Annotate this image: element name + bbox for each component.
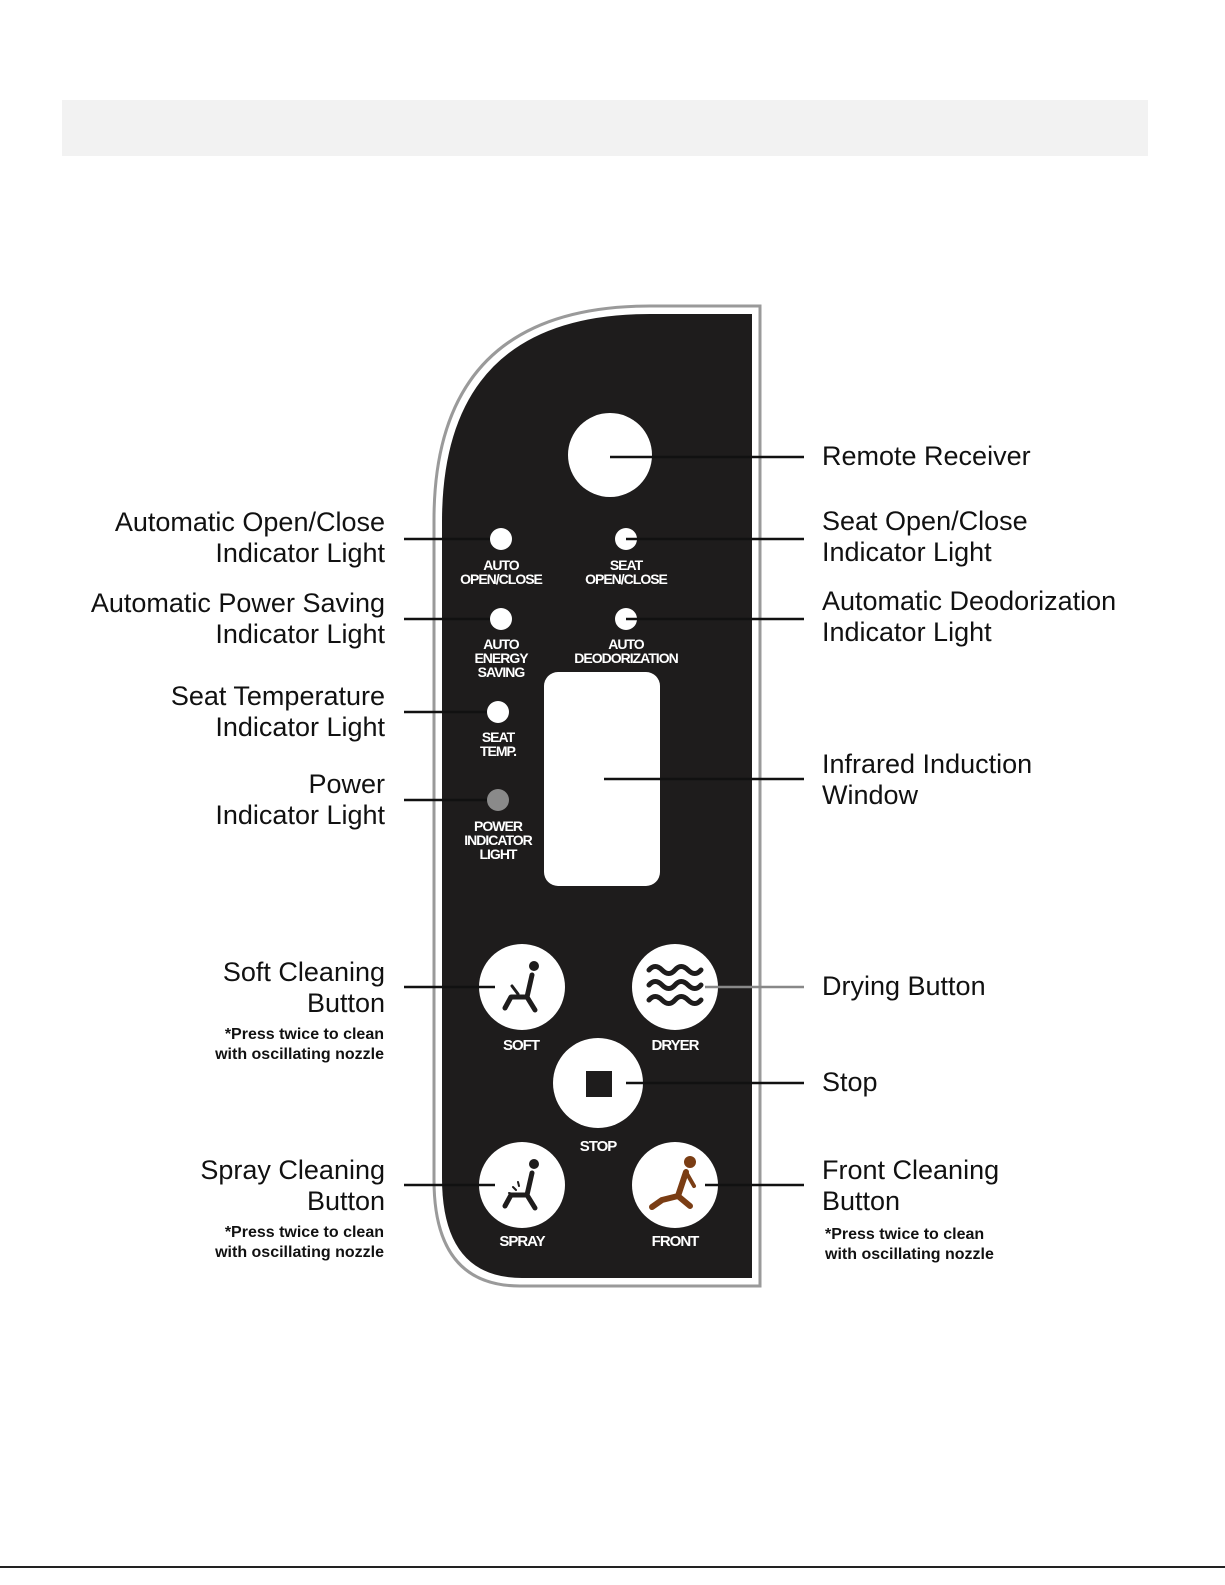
front-button-label: FRONT: [651, 1233, 700, 1250]
remote-receiver: [568, 413, 652, 497]
stop-square-icon: [586, 1071, 612, 1097]
led-power: [487, 789, 509, 811]
callout-soft-cleaning: Soft Cleaning Button: [222, 957, 385, 1018]
leader-lines: [404, 455, 804, 1187]
indicator-label-seat-temp: SEAT TEMP.: [480, 729, 517, 759]
callout-seat-open-close: Seat Open/Close Indicator Light: [822, 506, 1028, 567]
dryer-button-label: DRYER: [651, 1037, 700, 1054]
callout-remote-receiver: Remote Receiver: [822, 441, 1031, 471]
wavy-lines-icon: [646, 964, 704, 1006]
note-soft-cleaning: *Press twice to clean with oscillating n…: [215, 1026, 384, 1063]
soft-button-label: SOFT: [503, 1037, 540, 1054]
indicator-label-power: POWER INDICATOR LIGHT: [464, 818, 532, 862]
callout-automatic-open-close: Automatic Open/Close Indicator Light: [114, 507, 385, 568]
led-auto-open-close: [490, 528, 512, 550]
spray-cleaning-icon: [502, 1159, 539, 1211]
callout-drying-button: Drying Button: [822, 971, 986, 1001]
indicator-label-auto-open-close: AUTO OPEN/CLOSE: [460, 557, 543, 587]
spray-button-label: SPRAY: [499, 1233, 545, 1250]
soft-cleaning-icon: [502, 961, 539, 1013]
callout-automatic-deodorization: Automatic Deodorization Indicator Light: [822, 586, 1117, 647]
soft-button-disc: [479, 944, 565, 1030]
indicator-label-auto-energy-saving: AUTO ENERGY SAVING: [474, 636, 528, 680]
led-auto-energy-saving: [490, 608, 512, 630]
callout-power-indicator: Power Indicator Light: [215, 769, 385, 830]
callout-stop: Stop: [822, 1067, 878, 1097]
spray-button-disc: [479, 1142, 565, 1228]
note-front-cleaning: *Press twice to clean with oscillating n…: [825, 1226, 994, 1263]
indicator-label-auto-deodorization: AUTO DEODORIZATION: [574, 636, 678, 666]
front-cleaning-icon: [649, 1156, 696, 1210]
infrared-induction-window: [544, 672, 660, 886]
note-spray-cleaning: *Press twice to clean with oscillating n…: [215, 1224, 384, 1261]
callout-front-cleaning: Front Cleaning Button: [822, 1155, 1000, 1216]
callout-infrared-induction-window: Infrared Induction Window: [822, 749, 1033, 810]
stop-button-label: STOP: [579, 1138, 618, 1155]
led-seat-temp: [487, 701, 509, 723]
indicator-label-seat-open-close: SEAT OPEN/CLOSE: [585, 557, 668, 587]
callout-seat-temperature: Seat Temperature Indicator Light: [170, 681, 385, 742]
header-band: [62, 100, 1148, 156]
callout-spray-cleaning: Spray Cleaning Button: [200, 1155, 385, 1216]
callout-automatic-power-saving: Automatic Power Saving Indicator Light: [90, 588, 385, 649]
bottom-rule: [0, 1566, 1225, 1568]
